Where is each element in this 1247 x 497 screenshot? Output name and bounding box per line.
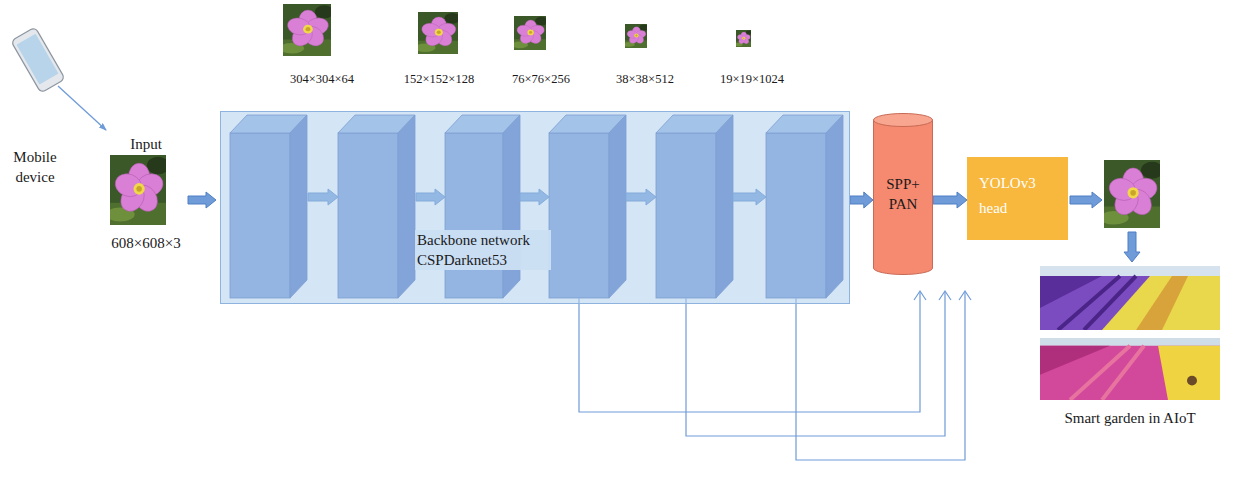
- block-arrow: [1124, 232, 1140, 262]
- phone-screen: [16, 34, 58, 85]
- block-arrow: [1070, 192, 1102, 208]
- feature-thumbnail: [415, 12, 461, 54]
- arrowhead: [914, 291, 926, 300]
- node-text: YOLOv3 head: [979, 171, 1051, 221]
- feature-thumbnail: [279, 4, 334, 56]
- mobile-phone-icon: [11, 27, 65, 93]
- dimension-label: 38×38×512: [616, 69, 674, 89]
- arrowhead: [939, 291, 951, 300]
- label-slot: Smart garden in AIoT: [1030, 408, 1230, 428]
- dimension-label: 304×304×64: [290, 69, 354, 89]
- label-slot: Mobile device: [3, 147, 67, 187]
- input-image: [106, 155, 170, 225]
- phone-arrow: [58, 86, 106, 130]
- cylinder-body: [874, 120, 933, 275]
- caption-label: 608×608×3: [111, 233, 180, 253]
- feature-thumbnail: [511, 16, 547, 50]
- neck-cylinder: SPP+ PAN: [873, 113, 933, 275]
- skip-line: [796, 292, 965, 460]
- node-text: SPP+ PAN: [881, 174, 925, 214]
- feature-thumbnail: [735, 30, 752, 47]
- head-box: YOLOv3 head: [967, 157, 1068, 240]
- garden-photo: [1040, 266, 1220, 330]
- label-slot: 608×608×3: [90, 233, 202, 253]
- label-slot: 38×38×512: [585, 69, 705, 89]
- block-arrow-connector: [933, 192, 967, 208]
- label-slot: 304×304×64: [262, 69, 382, 89]
- caption-label: Smart garden in AIoT: [1064, 408, 1195, 428]
- output-image: [1100, 160, 1164, 228]
- garden-photo: [1040, 338, 1220, 400]
- label-slot: 152×152×128: [379, 69, 499, 89]
- dimension-label: 152×152×128: [404, 69, 474, 89]
- backbone-panel: Backbone network CSPDarknet53: [220, 111, 850, 304]
- block-arrow: [188, 192, 216, 208]
- block-arrow-connector: [850, 192, 873, 208]
- node-text: Backbone network CSPDarknet53: [415, 230, 551, 270]
- dimension-label: 76×76×256: [512, 69, 570, 89]
- caption-label: Mobile device: [3, 147, 67, 187]
- phone-body: [11, 27, 65, 93]
- skip-connections: [579, 291, 971, 460]
- label-slot: 76×76×256: [481, 69, 601, 89]
- label-slot: Input: [116, 134, 176, 154]
- cylinder-shape: [873, 113, 933, 275]
- skip-line: [579, 292, 920, 412]
- feature-thumbnail: [623, 24, 648, 48]
- caption-label: Input: [130, 134, 162, 154]
- arrowhead: [959, 291, 971, 300]
- label-slot: 19×19×1024: [692, 69, 812, 89]
- cylinder-top: [874, 114, 933, 127]
- skip-line: [686, 292, 945, 436]
- dimension-label: 19×19×1024: [720, 69, 784, 89]
